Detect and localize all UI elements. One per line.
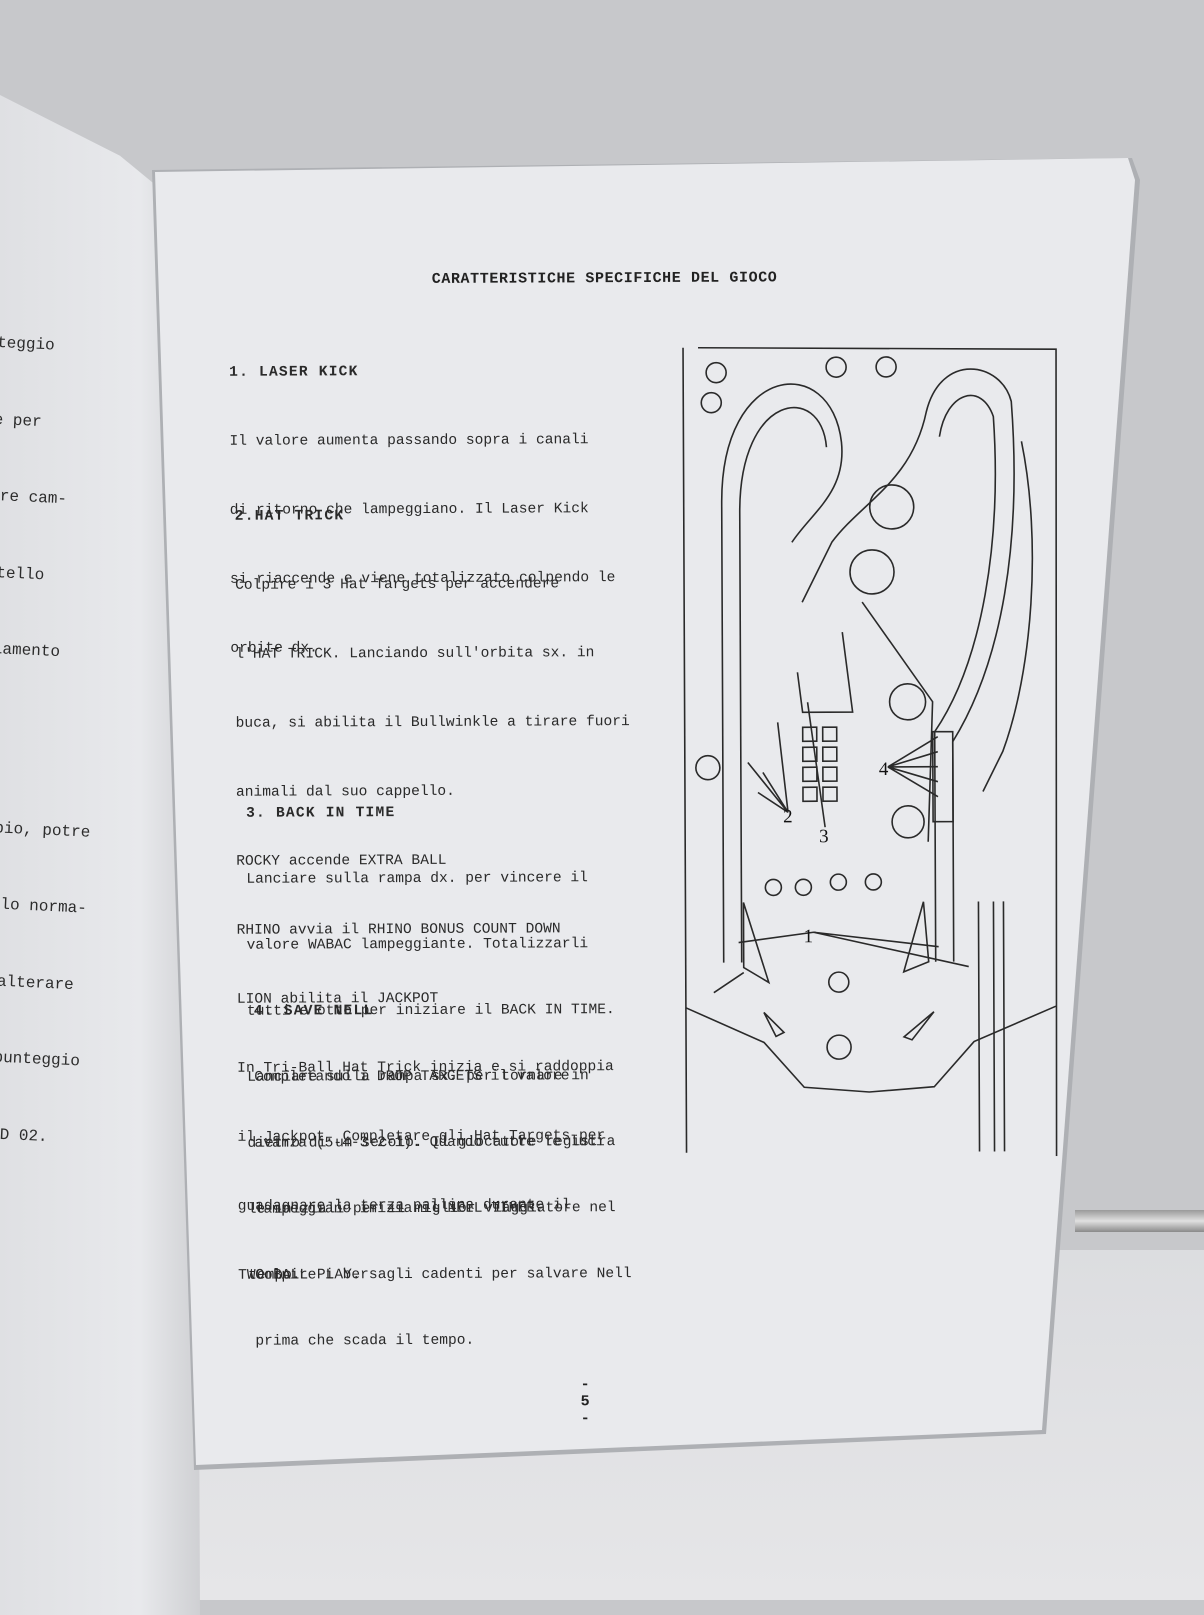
metal-rod xyxy=(1075,1210,1204,1232)
right-orbit-inner xyxy=(933,394,997,962)
section-heading: 4. SAVE NELL xyxy=(253,1003,374,1020)
left-line: un punteggio xyxy=(0,1048,81,1071)
left-flipper xyxy=(763,1011,786,1038)
light-insert xyxy=(825,356,847,378)
section-line: avanza (5-4-3-2-1). Quando tutte le luci xyxy=(254,1134,605,1152)
section-heading: 1. LASER KICK xyxy=(229,364,359,381)
section-line: Il valore aumenta passando sopra i canal… xyxy=(229,432,589,450)
section-line: Lanciare sulla rampa dx. per vincere il xyxy=(246,870,588,888)
light-insert xyxy=(875,356,897,378)
page-title: CARATTERISTICHE SPECIFICHE DEL GIOCO xyxy=(431,269,778,288)
left-line: vello norma- xyxy=(0,894,88,918)
section-heading: 3. BACK IN TIME xyxy=(246,805,396,822)
left-line: e per xyxy=(0,410,43,431)
target-grid xyxy=(801,726,838,803)
light-insert xyxy=(826,1034,852,1060)
arrows-2 xyxy=(747,722,789,814)
light-insert xyxy=(827,971,850,993)
light-insert xyxy=(829,873,848,891)
playfield-outline xyxy=(682,346,1058,1157)
page-number: - 5 - xyxy=(580,1376,590,1428)
diagram-label-2: 2 xyxy=(783,806,793,827)
right-wall xyxy=(982,441,1034,792)
section-line: Completando i DROP TARGETS il valore xyxy=(254,1068,570,1086)
pinball-playfield-diagram: 1 2 3 4 xyxy=(682,346,1058,1157)
playfield-lower-edge xyxy=(685,1005,1057,1093)
section-line: buca, si abilita il Bullwinkle a tirare … xyxy=(235,714,630,732)
left-line: ere cam- xyxy=(0,486,68,509)
light-insert xyxy=(864,873,883,891)
left-line: ne AD 02. xyxy=(0,1124,49,1146)
left-line: za alterare xyxy=(0,972,75,994)
diagram-label-4: 4 xyxy=(879,759,889,780)
left-slingshot xyxy=(742,902,771,985)
right-orbit xyxy=(801,368,1015,962)
arrows-4 xyxy=(887,736,939,798)
left-orbit-inner xyxy=(738,406,828,963)
pop-bumper xyxy=(891,805,925,839)
left-line: empio, potre xyxy=(0,817,91,842)
diagram-label-3: 3 xyxy=(819,826,829,847)
left-page-text: teggio e per ere cam- rtello piamento em… xyxy=(0,280,115,1202)
pop-bumper xyxy=(868,484,915,530)
section-heading: 2.HAT TRICK xyxy=(234,508,345,525)
left-line: teggio xyxy=(0,333,56,355)
section-line: prima che scada il tempo. xyxy=(255,1332,475,1350)
section-line: valore WABAC lampeggiante. Totalizzarli xyxy=(246,936,589,954)
light-insert xyxy=(764,878,783,897)
shooter-lane xyxy=(977,901,1006,1152)
section-line: Colpire i 3 Hat Targets per accendere xyxy=(235,576,560,594)
section-save-nell: 4. SAVE NELL Completando i DROP TARGETS … xyxy=(254,955,633,1397)
center-ramp xyxy=(796,601,934,842)
left-line: piamento xyxy=(0,639,61,662)
diagram-label-1: 1 xyxy=(804,926,814,947)
light-insert xyxy=(700,391,723,414)
light-insert xyxy=(695,754,721,781)
pop-bumper xyxy=(888,683,927,721)
light-insert xyxy=(705,361,727,384)
section-line: Colpire i bersagli cadenti per salvare N… xyxy=(255,1266,632,1284)
light-insert xyxy=(794,878,813,897)
section-line: lampeggiano inizia il NELL TIMER. xyxy=(254,1200,544,1218)
right-flipper xyxy=(902,1011,935,1041)
section-line: l'HAT TRICK. Lanciando sull'orbita sx. i… xyxy=(235,645,595,663)
right-slingshot xyxy=(902,901,930,974)
drop-target-bank xyxy=(931,730,954,823)
left-line: rtello xyxy=(0,563,45,584)
left-orbit xyxy=(720,383,843,963)
pop-bumper xyxy=(849,549,895,595)
arrows-1 xyxy=(713,931,969,994)
arrow-3 xyxy=(806,702,826,828)
